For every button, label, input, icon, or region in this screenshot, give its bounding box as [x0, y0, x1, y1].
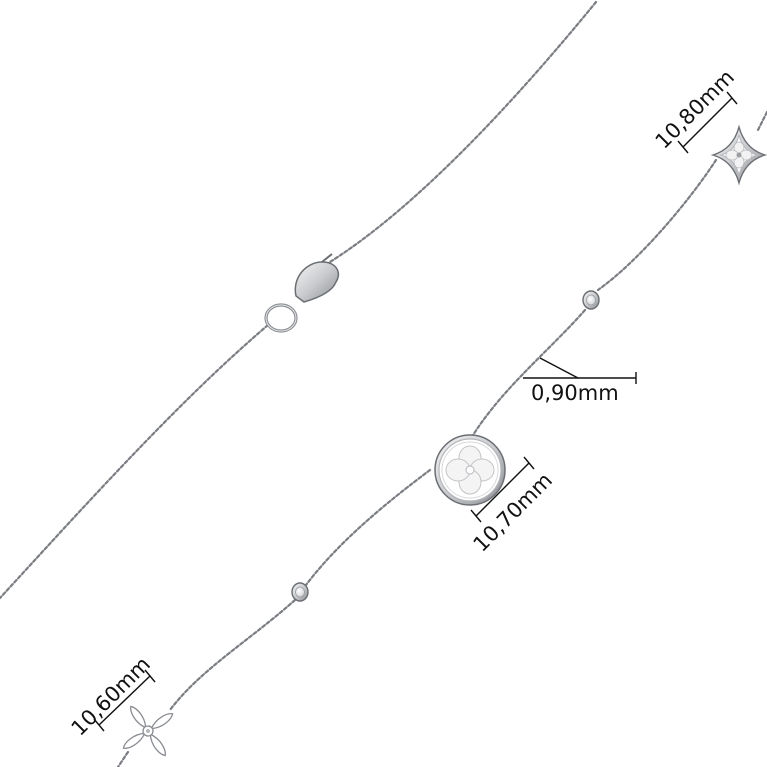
dimension-star-charm: 10,80mm: [651, 65, 739, 153]
dimension-flower-charm: 10,60mm: [67, 652, 156, 741]
bezel-stone-icon: [291, 582, 309, 602]
dimension-label: 10,60mm: [67, 652, 155, 740]
chain-front-strand: [116, 110, 767, 767]
flower-charm-icon: [122, 705, 174, 757]
lobster-clasp-icon: [294, 253, 340, 303]
dimension-label: 0,90mm: [531, 381, 619, 405]
bezel-stone-icon: [582, 290, 600, 310]
dimension-label: 10,80mm: [651, 65, 739, 153]
round-flower-charm-icon: [434, 434, 506, 506]
chain-back-strand: [0, 0, 598, 600]
jump-ring-icon: [264, 303, 298, 333]
star-charm-icon: [710, 124, 767, 186]
dimension-chain-thickness: 0,90mm: [523, 357, 637, 405]
